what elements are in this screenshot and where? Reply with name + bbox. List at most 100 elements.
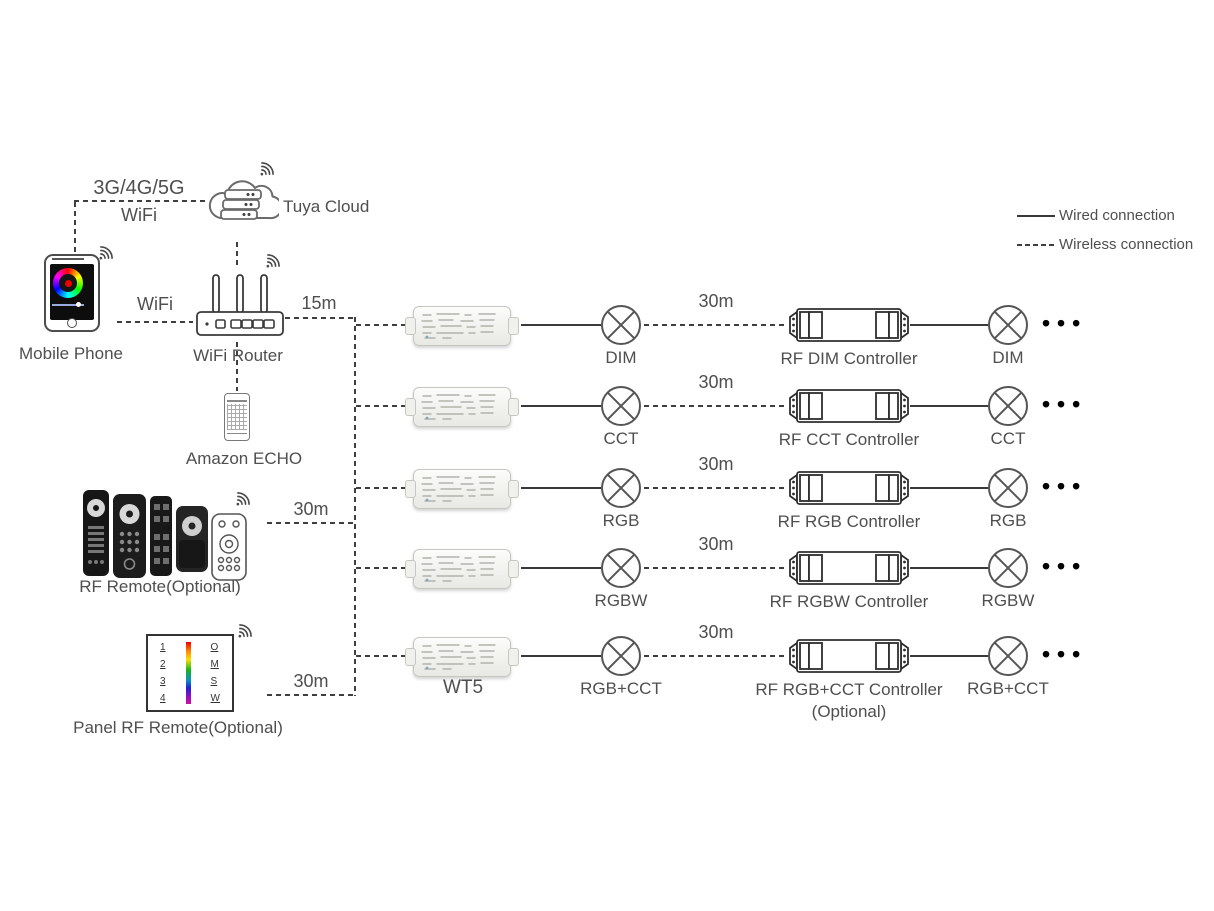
cloud-router-link: [236, 242, 238, 269]
lamp-icon: [601, 548, 641, 588]
echo-bottom-band: [227, 432, 247, 434]
wt5-lamp-wire: [521, 405, 601, 407]
amazon-echo-icon: [224, 393, 250, 441]
panel-zone-1: 1: [160, 642, 166, 653]
remote-bus-distance: 30m: [293, 499, 329, 519]
rf-remote-wifi-icon: [236, 492, 250, 506]
lamp-controller-wireless-link: [644, 655, 788, 657]
rf-controller-label: RF DIM Controller: [780, 349, 918, 368]
lamp-label: RGB+CCT: [580, 679, 662, 698]
row-distance: 30m: [698, 372, 734, 392]
wt5-device-icon: [413, 549, 511, 589]
panel-key-o: O: [210, 642, 219, 653]
echo-top-band: [227, 400, 247, 402]
rf-controller-label: RF RGBW Controller: [769, 592, 929, 611]
lamp2-icon: [988, 468, 1028, 508]
router-bus-link: [285, 317, 356, 319]
more-lamps-indicator: •••: [1042, 391, 1088, 417]
tuya-cloud-label: Tuya Cloud: [283, 197, 370, 216]
panel-function-buttons: O M S W: [211, 642, 220, 704]
lamp-icon: [601, 636, 641, 676]
legend-wireless-label: Wireless connection: [1059, 236, 1194, 253]
panel-key-m: M: [210, 659, 219, 670]
phone-router-wifi-label: WiFi: [137, 294, 173, 314]
lamp-icon: [601, 386, 641, 426]
lamp2-label: RGBW: [981, 591, 1035, 610]
panel-rf-remote-label: Panel RF Remote(Optional): [73, 718, 283, 737]
rf-controller-icon: [789, 551, 909, 585]
bus-wt5-link: [356, 567, 405, 569]
rf-controller-icon: [789, 389, 909, 423]
wt5-device-icon: [413, 637, 511, 677]
lamp-icon: [601, 305, 641, 345]
rf-controller-icon: [789, 308, 909, 342]
legend-wired-label: Wired connection: [1059, 207, 1175, 224]
phone-slider-knob: [76, 302, 81, 307]
panel-zone-4: 4: [160, 693, 166, 704]
more-lamps-indicator: •••: [1042, 553, 1088, 579]
panel-color-strip: [185, 642, 191, 704]
panel-wifi-icon: [238, 624, 252, 638]
lamp2-icon: [988, 305, 1028, 345]
cloud-wifi-icon: [260, 162, 274, 176]
wt5-lamp-wire: [521, 567, 601, 569]
router-wifi-icon: [266, 254, 280, 268]
lamp-controller-wireless-link: [644, 405, 788, 407]
cloud-link-label-top: 3G/4G/5G: [93, 177, 185, 199]
lamp2-icon: [988, 548, 1028, 588]
phone-color-wheel-center: [65, 280, 72, 287]
phone-status-bar: [52, 258, 84, 260]
wt5-lamp-wire: [521, 324, 601, 326]
controller-lamp-wire: [910, 405, 988, 407]
wt5-lamp-wire: [521, 487, 601, 489]
lamp2-label: RGB: [989, 511, 1027, 530]
lamp-label: CCT: [603, 429, 639, 448]
router-echo-link: [236, 342, 238, 391]
wireless-bus: [354, 317, 356, 696]
tuya-cloud-icon: [208, 180, 279, 220]
controller-lamp-wire: [910, 487, 988, 489]
mobile-phone-icon: [44, 254, 100, 332]
phone-brightness-slider: [52, 304, 84, 306]
row-distance: 30m: [698, 622, 734, 642]
lamp-label: RGBW: [594, 591, 648, 610]
row-distance: 30m: [698, 454, 734, 474]
amazon-echo-label: Amazon ECHO: [185, 449, 303, 468]
mobile-phone-label: Mobile Phone: [19, 344, 123, 363]
bus-wt5-link: [356, 405, 405, 407]
rf-controller-note: (Optional): [811, 702, 887, 721]
phone-wifi-icon: [99, 246, 113, 260]
lamp-controller-wireless-link: [644, 567, 788, 569]
wt5-device-icon: [413, 469, 511, 509]
remote-bus-link: [267, 522, 356, 524]
legend-wireless-line: [1017, 244, 1055, 246]
lamp2-label: RGB+CCT: [967, 679, 1049, 698]
wt5-device-icon: [413, 306, 511, 346]
legend-wired-line: [1017, 215, 1055, 217]
lamp-label: DIM: [605, 348, 637, 367]
controller-lamp-wire: [910, 567, 988, 569]
controller-lamp-wire: [910, 324, 988, 326]
panel-rf-remote-icon: 1 2 3 4 O M S W: [146, 634, 234, 712]
wifi-router-icon: [196, 274, 284, 336]
router-bus-distance: 15m: [301, 293, 337, 313]
bus-wt5-link: [356, 655, 405, 657]
lamp-icon: [601, 468, 641, 508]
rf-controller-label: RF RGB+CCT Controller: [755, 680, 943, 699]
phone-router-link: [117, 321, 193, 323]
lamp2-icon: [988, 386, 1028, 426]
more-lamps-indicator: •••: [1042, 473, 1088, 499]
echo-mesh: [227, 404, 247, 430]
rf-remote-label: RF Remote(Optional): [79, 577, 241, 596]
phone-cloud-link-horizontal: [74, 200, 205, 202]
wt5-label: WT5: [442, 677, 484, 698]
more-lamps-indicator: •••: [1042, 310, 1088, 336]
more-lamps-indicator: •••: [1042, 641, 1088, 667]
row-distance: 30m: [698, 291, 734, 311]
bus-wt5-link: [356, 487, 405, 489]
panel-bus-link: [267, 694, 356, 696]
panel-key-s: S: [210, 676, 218, 687]
wt5-lamp-wire: [521, 655, 601, 657]
rf-controller-label: RF CCT Controller: [778, 430, 920, 449]
